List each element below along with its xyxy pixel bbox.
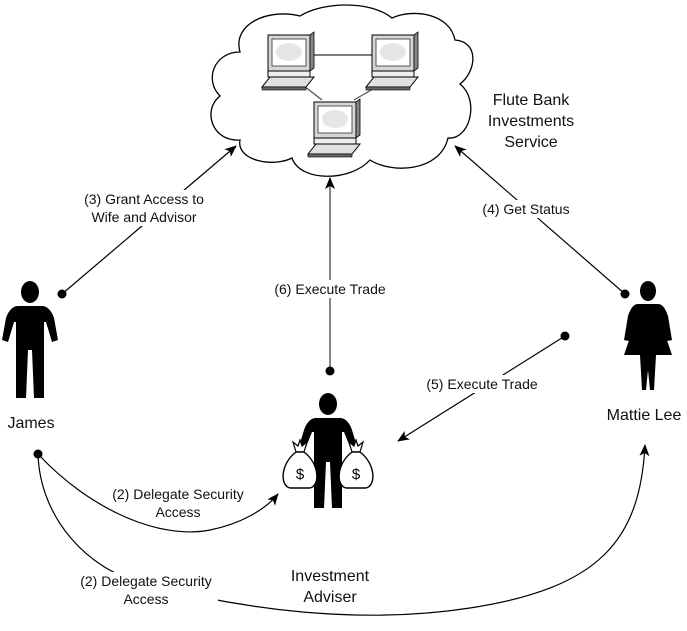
- service-title-line: Flute Bank: [492, 92, 570, 109]
- flow-start-dot: [57, 289, 67, 299]
- actor-name-mattie: Mattie Lee: [606, 407, 682, 424]
- flow-delegate-adviser-arrow: [37, 453, 279, 533]
- flow-start-dot: [620, 289, 630, 299]
- flow-label-grant-access: (3) Grant Access to Wife and Advisor: [74, 190, 214, 226]
- man-icon: [2, 281, 58, 398]
- flow-label-line: (4) Get Status: [482, 201, 570, 217]
- woman-icon: [624, 281, 672, 390]
- flow-label-execute-trade-6: (6) Execute Trade: [268, 280, 392, 298]
- actor-name-line: Adviser: [303, 589, 357, 606]
- computer-icon: [307, 98, 361, 158]
- flow-label-line: (3) Grant Access to: [84, 191, 204, 207]
- flow-label-line: Wife and Advisor: [91, 209, 197, 225]
- flow-label-line: Access: [123, 591, 169, 607]
- computer-icon: [365, 31, 419, 91]
- flow-label-get-status: (4) Get Status: [476, 200, 576, 218]
- network-link: [303, 85, 323, 101]
- flow-label-line: Access: [155, 504, 201, 520]
- flow-label-line: (5) Execute Trade: [426, 376, 538, 392]
- actor-name-line: Investment: [290, 568, 370, 585]
- man-with-money-bags-icon: $ $: [282, 393, 374, 508]
- service-title-line: Service: [504, 134, 558, 151]
- flow-get-status-arrow: [454, 145, 626, 295]
- flow-label-delegate-adviser: (2) Delegate Security Access: [106, 485, 250, 521]
- actor-name-adviser: Investment Adviser: [270, 566, 390, 608]
- flow-label-line: (6) Execute Trade: [274, 281, 386, 297]
- flow-start-dot: [325, 366, 335, 376]
- flow-delegate-wife-arrow: [37, 444, 650, 616]
- flow-label-line: (2) Delegate Security: [80, 573, 212, 589]
- dollar-symbol: $: [352, 466, 361, 483]
- flow-start-dot: [33, 449, 43, 459]
- dollar-symbol: $: [296, 466, 305, 483]
- flow-start-dot: [560, 331, 570, 341]
- flow-label-execute-trade-5: (5) Execute Trade: [420, 375, 544, 393]
- computer-icon: [261, 31, 315, 91]
- service-title-line: Investments: [487, 113, 575, 130]
- service-title: Flute Bank Investments Service: [476, 90, 586, 153]
- flow-label-delegate-wife: (2) Delegate Security Access: [74, 572, 218, 608]
- flow-label-line: (2) Delegate Security: [112, 486, 244, 502]
- actor-name-james: James: [7, 415, 55, 432]
